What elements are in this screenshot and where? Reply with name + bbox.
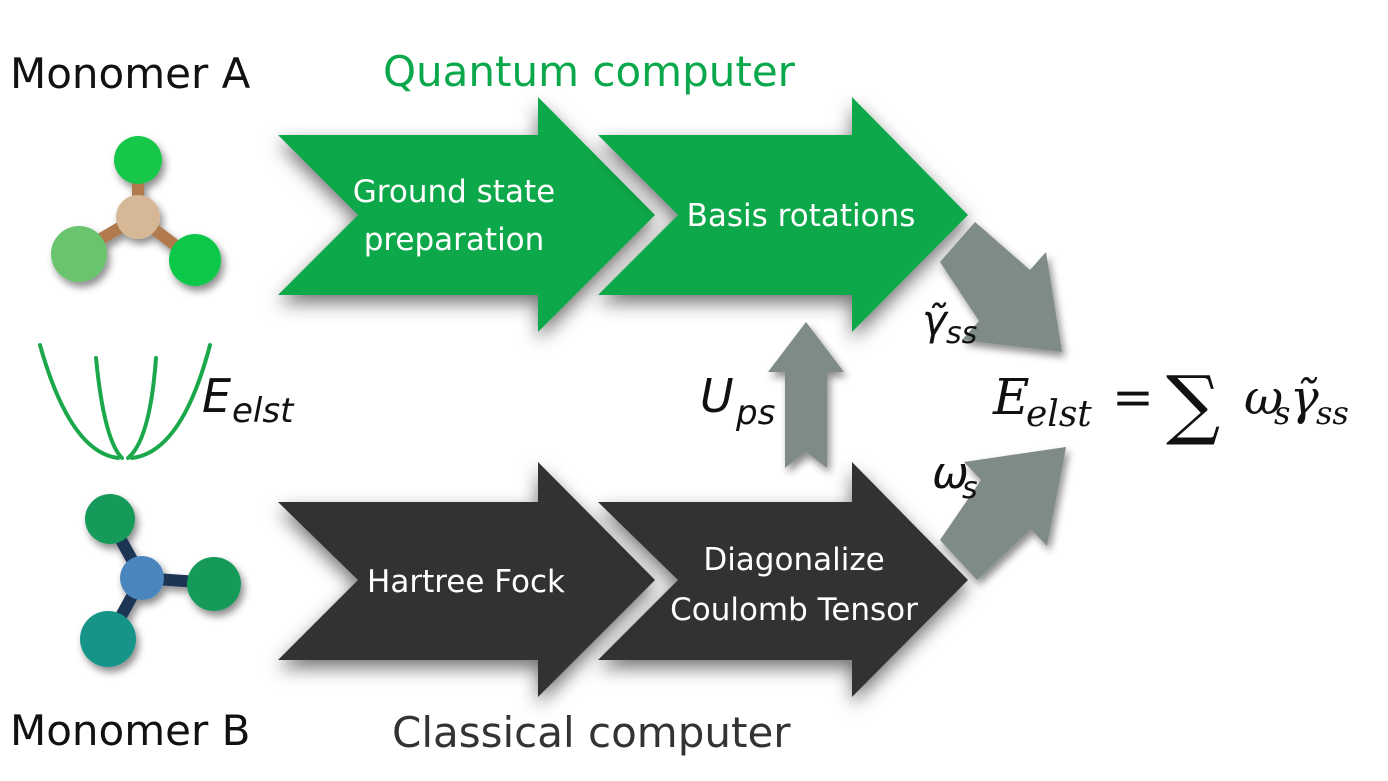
svg-text:Coulomb Tensor: Coulomb Tensor: [670, 592, 918, 628]
molecule-b-icon: [80, 494, 241, 667]
svg-text:Ground state: Ground state: [353, 174, 555, 210]
monomer-b-label: Monomer B: [10, 706, 250, 755]
quantum-computer-label: Quantum computer: [383, 47, 796, 96]
svg-text:ss: ss: [1316, 394, 1349, 432]
svg-text:ss: ss: [946, 316, 977, 351]
svg-text:elst: elst: [1026, 394, 1092, 435]
svg-text:ps: ps: [735, 393, 775, 433]
svg-text:=: =: [1112, 368, 1154, 426]
svg-text:elst: elst: [232, 391, 295, 431]
svg-text:γ̃: γ̃: [922, 296, 949, 345]
svg-text:U: U: [700, 369, 734, 423]
svg-text:ω: ω: [932, 448, 969, 499]
diagonalize-coulomb-arrow: Diagonalize Coulomb Tensor: [598, 462, 968, 697]
svg-text:Diagonalize: Diagonalize: [703, 542, 884, 578]
svg-text:E: E: [992, 368, 1030, 426]
energy-equation: E elst = ∑ ω s γ̃ ss: [992, 359, 1349, 448]
potential-parabola-icon: [38, 343, 212, 460]
svg-text:preparation: preparation: [364, 222, 545, 258]
svg-text:∑: ∑: [1166, 359, 1220, 448]
monomer-a-label: Monomer A: [10, 49, 251, 98]
hartree-fock-arrow: Hartree Fock: [278, 462, 655, 697]
u-ps-label: U ps: [700, 369, 775, 433]
svg-text:ω: ω: [1244, 370, 1283, 426]
svg-text:s: s: [1274, 394, 1290, 432]
gamma-ss-label: γ̃ ss: [922, 296, 977, 351]
svg-text:Basis rotations: Basis rotations: [687, 198, 916, 234]
u-ps-arrow: [768, 322, 844, 468]
e-elst-left-label: E elst: [202, 369, 295, 431]
ground-state-arrow: Ground state preparation: [278, 97, 655, 332]
svg-text:Hartree Fock: Hartree Fock: [367, 564, 565, 600]
svg-text:γ̃: γ̃: [1290, 370, 1319, 426]
svg-text:E: E: [202, 369, 231, 423]
omega-arrow: [940, 447, 1066, 580]
omega-s-label: ω s: [932, 448, 978, 506]
classical-computer-label: Classical computer: [392, 708, 791, 757]
molecule-a-icon: [51, 136, 221, 286]
basis-rotations-arrow: Basis rotations: [598, 97, 968, 332]
gamma-arrow: [940, 222, 1062, 352]
svg-text:s: s: [962, 471, 978, 506]
